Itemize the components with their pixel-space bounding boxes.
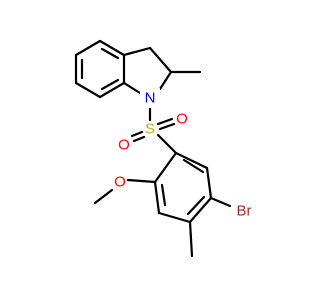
methoxy-methyl-bond (93, 188, 114, 205)
s-aryl-bond (156, 133, 178, 155)
sulfur-label: S (145, 121, 155, 138)
nitrogen-label: N (145, 90, 156, 107)
sulfonyl-o-bond-upper (156, 117, 176, 131)
oxygen-label-sulfonyl-lower: O (118, 137, 130, 154)
benzo-ring (74, 39, 126, 99)
methoxy-o-bond (126, 178, 157, 184)
structure-diagram: N S O O O Br (74, 39, 252, 258)
sulfonyl-o-bond-lower (130, 130, 146, 143)
pyrroline-ring (122, 46, 173, 95)
oxygen-label-sulfonyl-upper: O (176, 111, 188, 128)
molecule-canvas: N S O O O Br (74, 39, 252, 258)
c-br-bond (209, 196, 232, 208)
aryl-methyl-bond (188, 220, 194, 258)
n-label-bg (140, 88, 160, 108)
bromine-label: Br (237, 203, 252, 220)
aryl-ring (153, 151, 213, 224)
oxygen-label-methoxy: O (114, 174, 126, 191)
